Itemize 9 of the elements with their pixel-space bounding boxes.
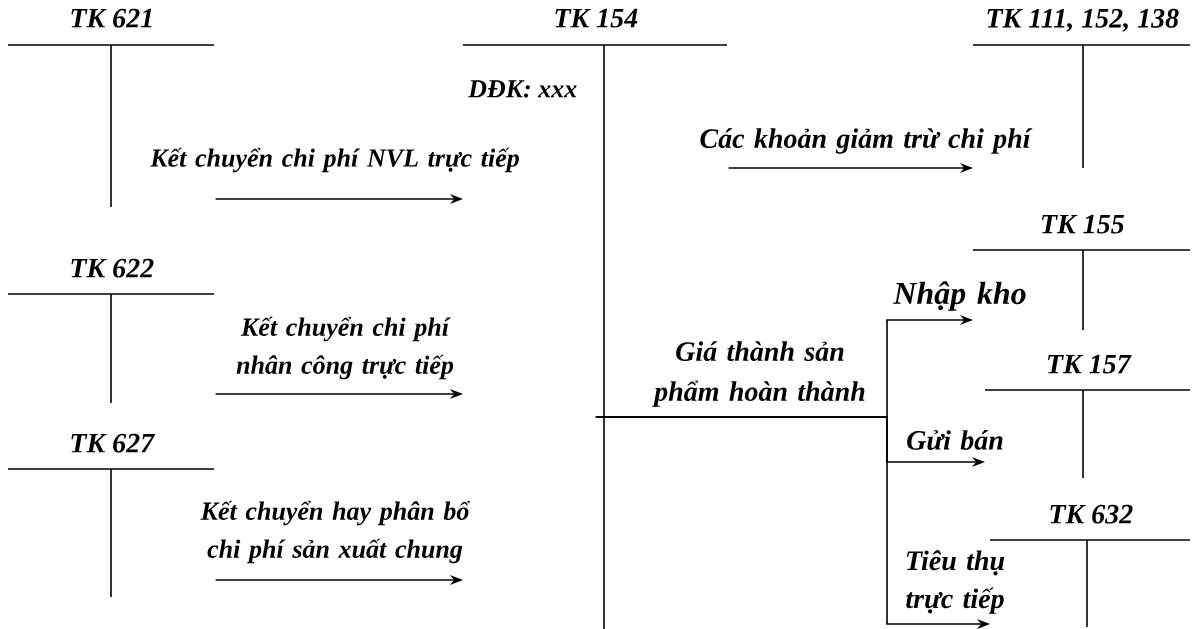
flow-label: Giá thành sản phẩm hoàn thành xyxy=(652,341,865,407)
edge-label: Tiêu thụ trực tiếp xyxy=(906,550,1005,614)
edge-label: Kết chuyển chi phí NVL trực tiếp xyxy=(150,147,519,173)
edge-label: Nhập kho xyxy=(893,281,1026,311)
edge-label: Kết chuyển chi phí nhân công trực tiếp xyxy=(236,316,454,380)
edge-label: Các khoản giảm trừ chi phí xyxy=(700,128,1033,154)
edge-label: Kết chuyển hay phân bổ chi phí sản xuất chung xyxy=(200,500,470,564)
edge-label: Gửi bán xyxy=(907,430,1003,450)
t-account: TK 622 xyxy=(7,258,215,404)
